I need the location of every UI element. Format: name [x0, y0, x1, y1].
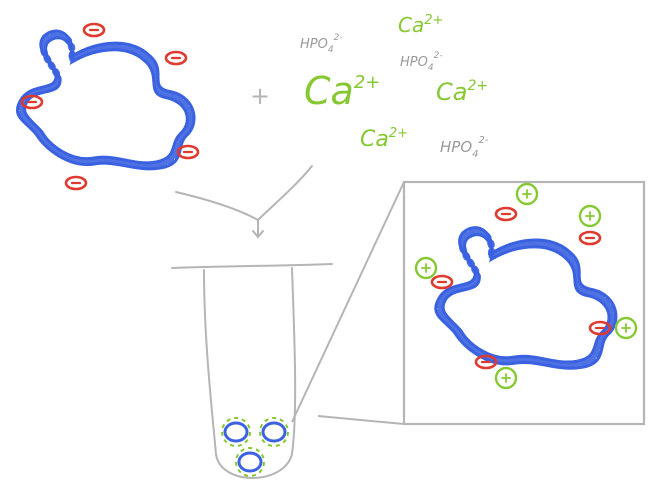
- svg-text:Ca2+: Ca2+: [436, 78, 488, 106]
- positive-charge-icon: [515, 182, 539, 206]
- plasmid-zoomed: [434, 226, 618, 370]
- positive-charge-icon: [494, 366, 518, 390]
- plasmid-top-left: [15, 22, 200, 191]
- negative-charge-icon: [82, 22, 106, 38]
- calcium-ion: Ca2+: [398, 13, 443, 37]
- svg-text:Ca2+: Ca2+: [398, 13, 443, 37]
- positive-charge-icon: [614, 316, 638, 340]
- svg-text:Ca2+: Ca2+: [304, 69, 380, 113]
- plasmid-icon: [434, 226, 618, 370]
- tube-particles: [221, 417, 289, 477]
- phosphate-ion: HPO42-: [300, 33, 343, 55]
- phosphate-ion: HPO42-: [440, 135, 489, 160]
- zoom-box: [402, 180, 646, 426]
- plasmid-icon: [15, 29, 196, 171]
- plus-sign: +: [250, 82, 270, 110]
- test-tube-icon: [171, 263, 333, 479]
- particle: [235, 447, 265, 477]
- negative-charge-icon: [164, 50, 188, 66]
- ions-cluster: HPO42- Ca2+ HPO42- Ca2+ Ca2+ Ca2+ HPO42-: [300, 13, 489, 160]
- negative-charge-icon: [494, 206, 518, 222]
- calcium-ion-large: Ca2+: [304, 69, 380, 113]
- particle: [259, 417, 289, 447]
- negative-charge-icon: [64, 175, 88, 191]
- calcium-ion: Ca2+: [436, 78, 488, 106]
- positive-charge-icon: [578, 204, 602, 228]
- svg-text:Ca2+: Ca2+: [360, 126, 408, 152]
- negative-charge-icon: [578, 230, 602, 246]
- svg-text:HPO42-: HPO42-: [400, 51, 443, 73]
- phosphate-ion: HPO42-: [400, 51, 443, 73]
- svg-text:HPO42-: HPO42-: [440, 135, 489, 160]
- particle: [221, 417, 251, 447]
- positive-charge-icon: [414, 256, 438, 280]
- converging-arrow: [175, 165, 313, 239]
- zoom-lines: [291, 181, 405, 425]
- svg-text:HPO42-: HPO42-: [300, 33, 343, 55]
- calcium-ion: Ca2+: [360, 126, 408, 152]
- negative-charge-icon: [430, 274, 454, 290]
